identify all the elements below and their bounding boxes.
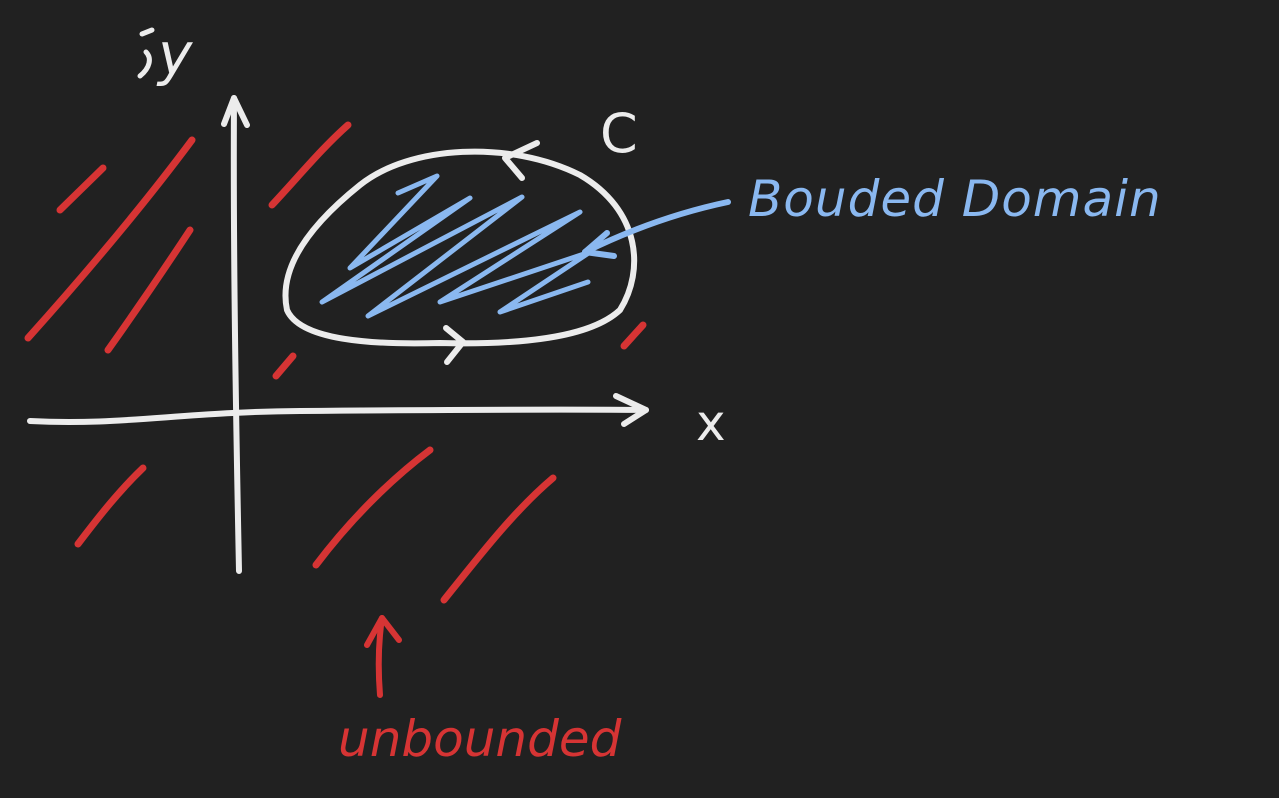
hatch-stroke [268, 121, 352, 209]
hatch-stroke [24, 136, 196, 342]
shade-scribble [319, 173, 593, 319]
bounded-domain-shading [319, 173, 593, 319]
hatch-stroke [620, 321, 647, 350]
unbounded-region-hatching [24, 121, 647, 604]
y-axis-line [230, 95, 242, 574]
x-axis-line [27, 406, 649, 426]
hatch-stroke [272, 352, 297, 380]
hatch-stroke [104, 226, 194, 354]
pointer-arrowhead [364, 615, 402, 648]
orientation-arrow-bottom [443, 325, 466, 365]
unbounded-pointer-arrow [364, 615, 402, 698]
y-axis-mark [137, 27, 155, 79]
y-axis-arrowhead [221, 95, 250, 128]
hatch-stroke [312, 446, 434, 569]
pointer-line [582, 199, 731, 255]
coordinate-axes [27, 95, 649, 574]
unbounded-label: unbounded [338, 710, 622, 768]
orientation-arrow-top [502, 140, 540, 181]
hatch-stroke [440, 474, 557, 604]
x-axis-arrowhead [613, 393, 649, 427]
curve-c-path [282, 148, 638, 347]
bounded-domain-label: Bouded Domain [748, 170, 1162, 228]
bounded-pointer-arrow [582, 199, 731, 259]
pointer-arrowhead [582, 230, 617, 259]
hatch-stroke [74, 464, 147, 548]
pointer-line [375, 615, 385, 698]
hatch-stroke [56, 164, 107, 214]
x-axis-label: x [696, 394, 726, 452]
curve-c [282, 140, 638, 365]
curve-label: C [600, 102, 638, 165]
y-axis-label: y [156, 20, 193, 88]
